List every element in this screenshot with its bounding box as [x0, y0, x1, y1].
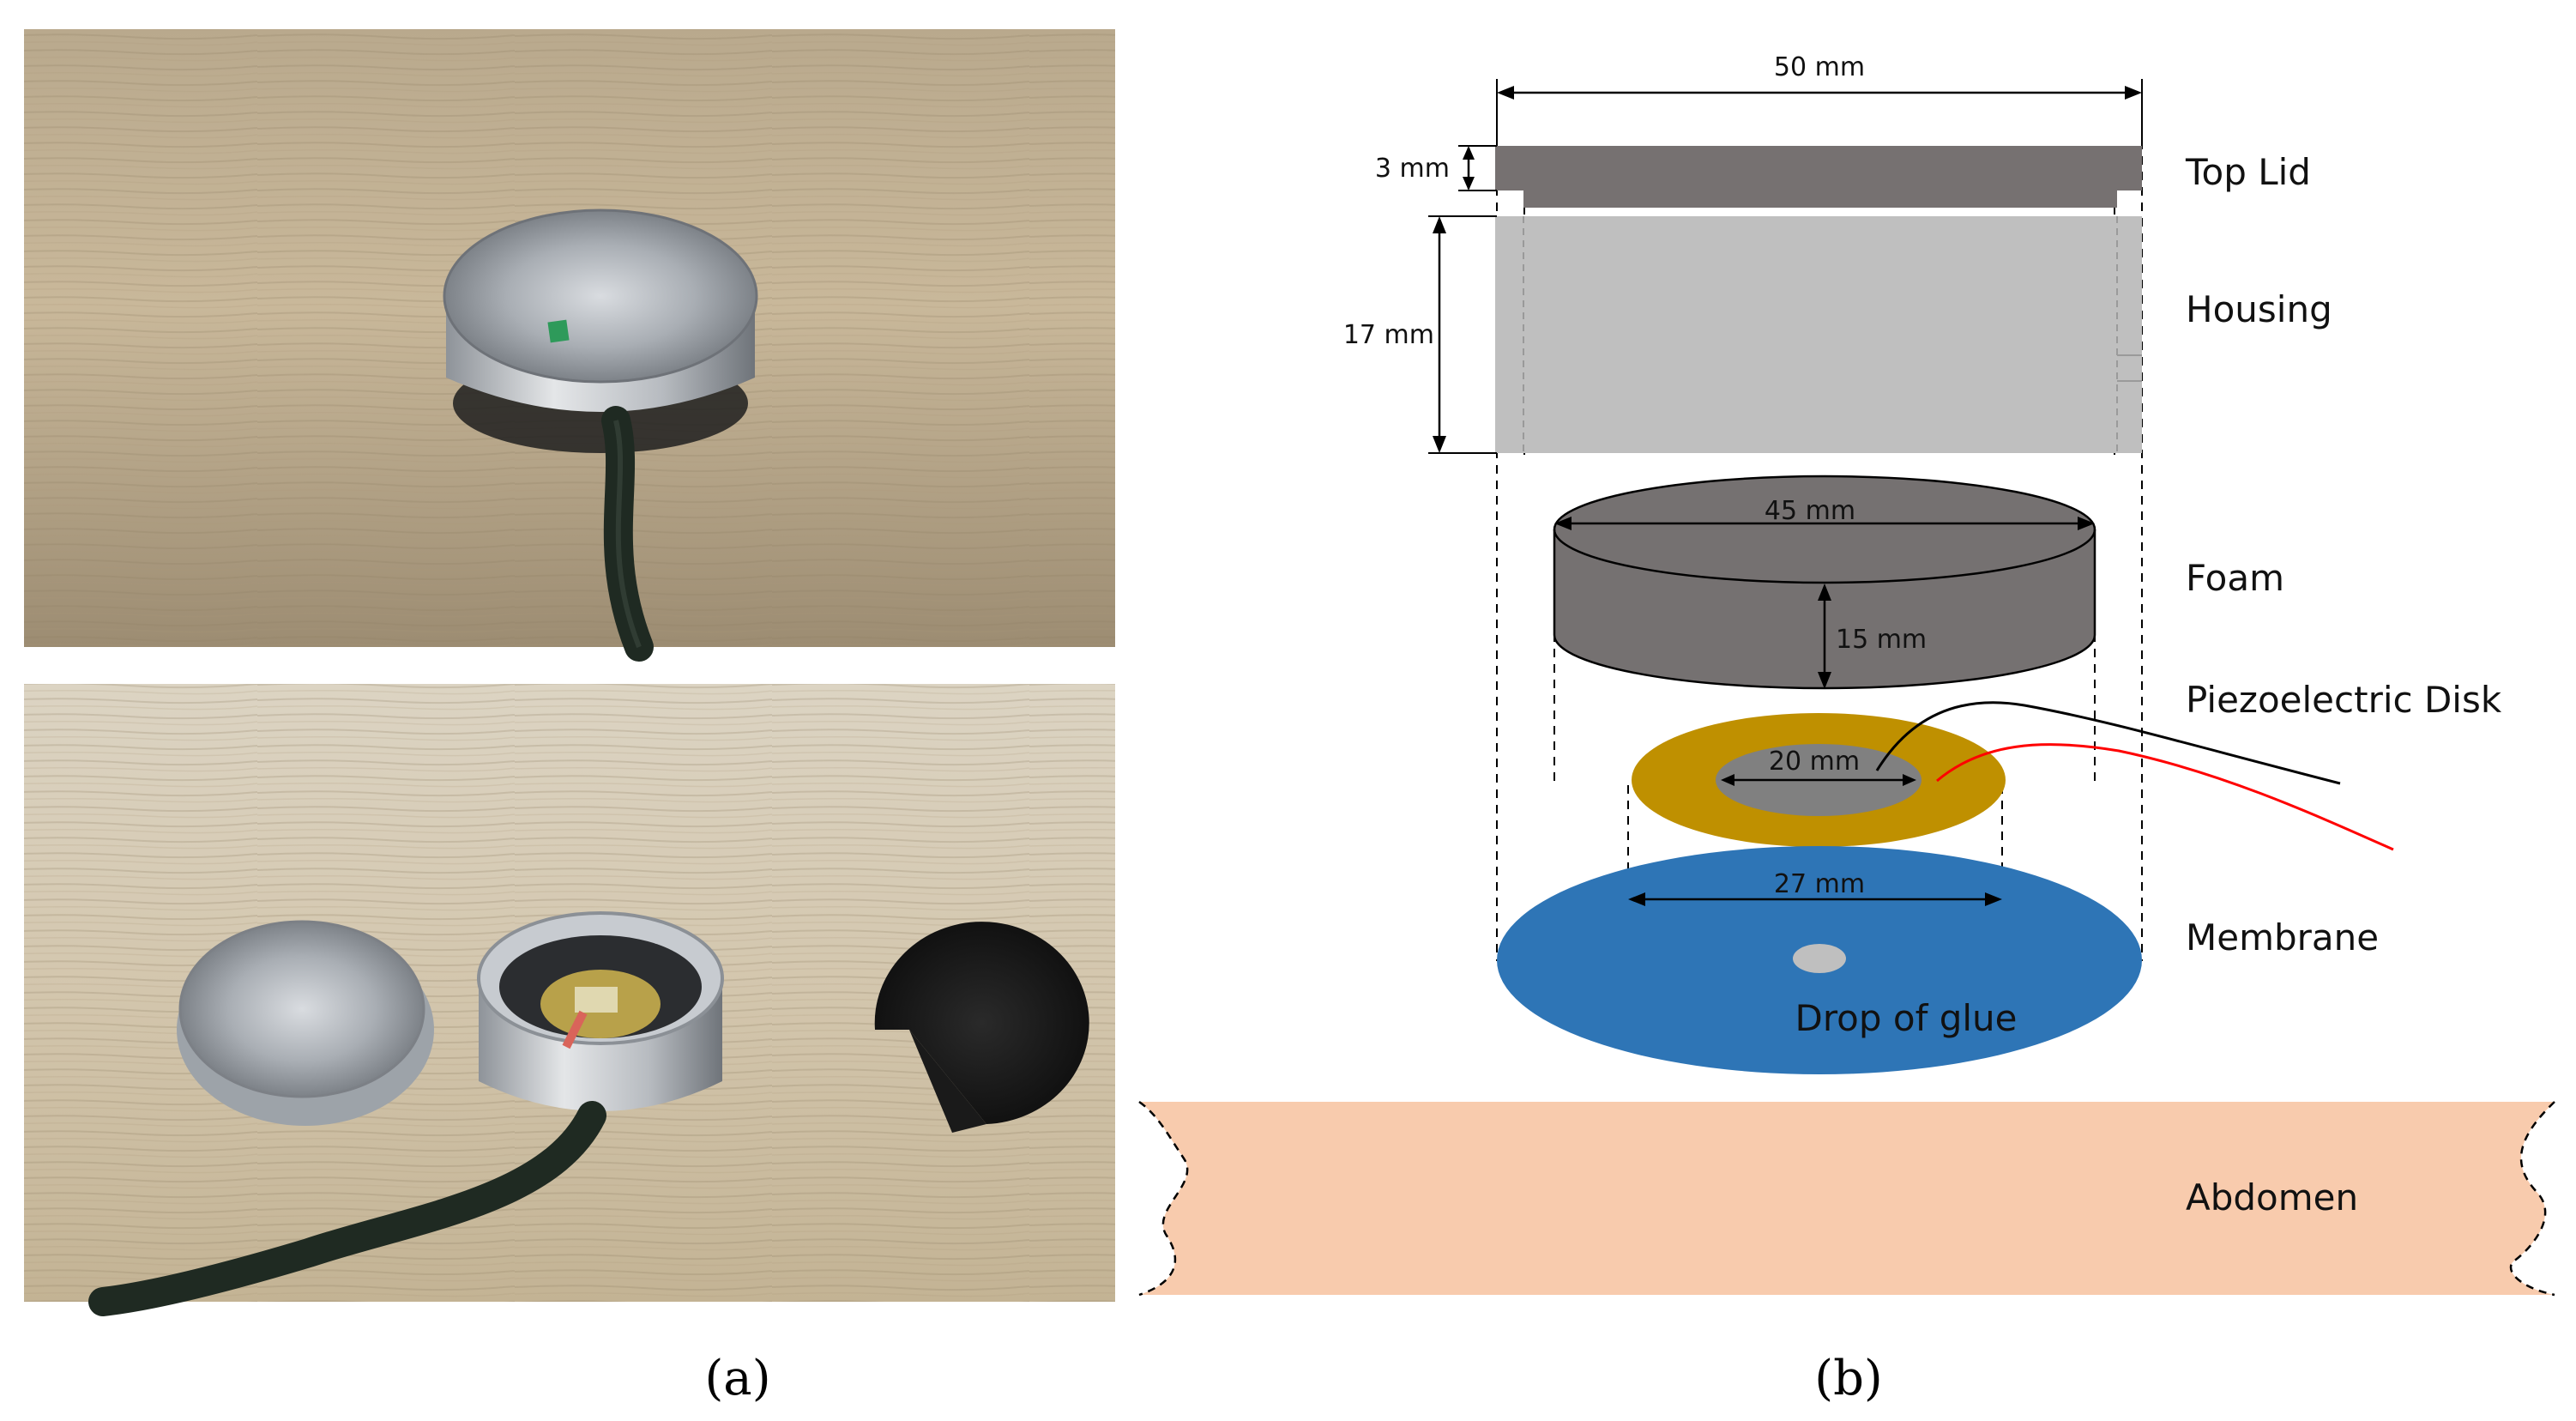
black-wire: [1875, 701, 2341, 785]
caption-b: (b): [1814, 1351, 1883, 1406]
top-lid: [1495, 146, 2142, 208]
photo-assembled-sensor: [24, 29, 1115, 662]
abdomen: [1138, 1100, 2555, 1297]
housing: [1495, 216, 2142, 453]
piezoelectric-disk: 20 mm: [1632, 701, 2394, 851]
housing-height-label: 17 mm: [1343, 320, 1434, 350]
disk-inner-label: 20 mm: [1769, 747, 1860, 777]
label-foam: Foam: [2186, 557, 2284, 599]
red-wire: [1936, 743, 2394, 851]
foam: 45 mm 15 mm: [1553, 475, 2096, 690]
housing-height-dimension: 17 mm: [1343, 215, 1497, 454]
exploded-diagram: 50 mm 3 mm 17 mm: [1138, 52, 2555, 1297]
foam-height-label: 15 mm: [1836, 625, 1927, 655]
width-dimension: 50 mm: [1496, 52, 2143, 146]
part-labels: Top Lid Housing Foam Piezoelectric Disk …: [2185, 151, 2502, 1218]
glue-drop: [1793, 944, 1846, 973]
caption-a: (a): [704, 1351, 770, 1406]
label-membrane: Membrane: [2186, 916, 2379, 958]
label-piezo-disk: Piezoelectric Disk: [2186, 679, 2502, 721]
foam-diameter-label: 45 mm: [1765, 496, 1855, 526]
membrane: 27 mm Drop of glue: [1497, 846, 2142, 1074]
label-top-lid: Top Lid: [2185, 151, 2311, 193]
label-housing: Housing: [2186, 288, 2332, 330]
photo-disassembled-sensor: [24, 684, 1115, 1316]
lid-thickness-label: 3 mm: [1375, 154, 1450, 184]
label-abdomen: Abdomen: [2186, 1176, 2358, 1218]
glue-label: Drop of glue: [1795, 997, 2017, 1039]
disk-outer-label: 27 mm: [1774, 869, 1865, 899]
width-label: 50 mm: [1774, 52, 1865, 82]
lid-thickness-dimension: 3 mm: [1375, 145, 1497, 191]
